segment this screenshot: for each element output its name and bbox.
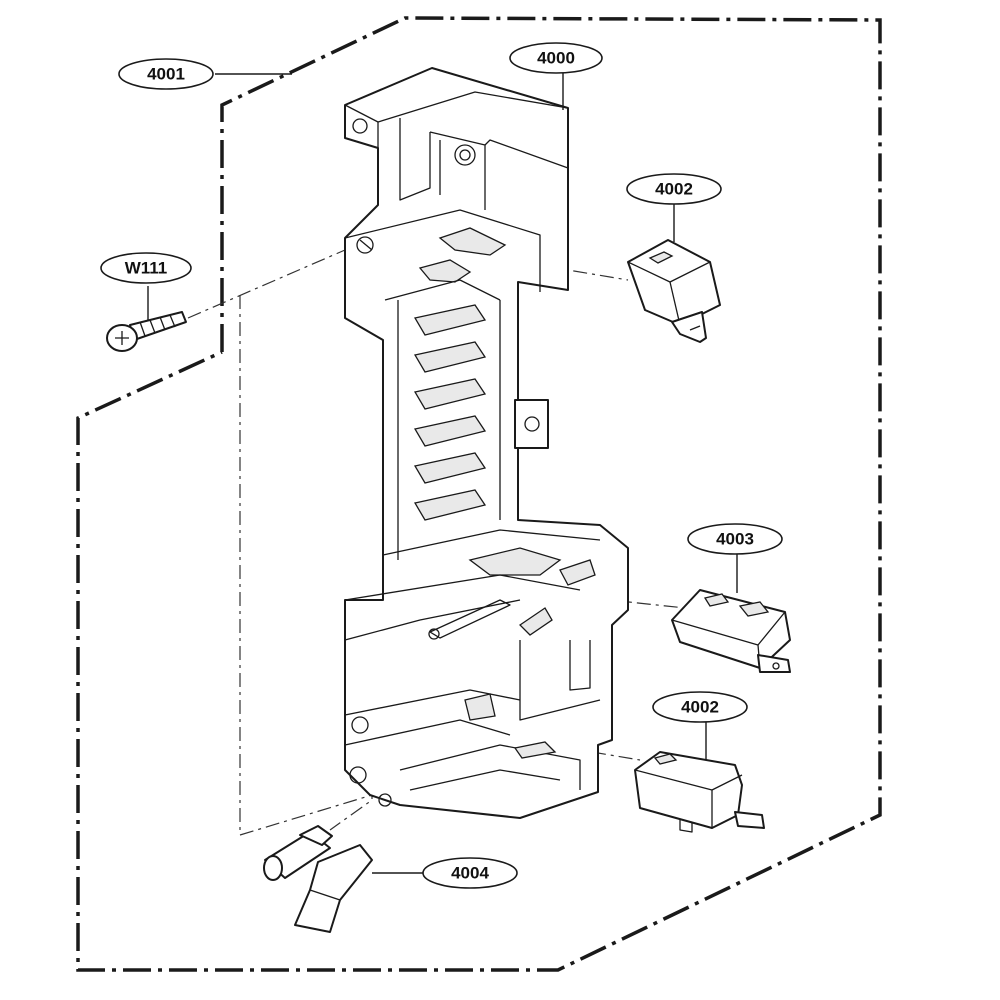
assembly-boundary — [76, 16, 882, 972]
guide-lines — [187, 249, 686, 836]
callout-4002-top-label: 4002 — [655, 180, 693, 199]
micro-switch-4003 — [671, 589, 791, 673]
callout-4000: 4000 — [509, 42, 603, 74]
callout-4004: 4004 — [422, 857, 518, 889]
callout-W111: W111 — [100, 252, 192, 284]
micro-switch-4002-top — [627, 239, 721, 343]
bracket-slats — [413, 304, 487, 521]
callout-4004-label: 4004 — [451, 864, 489, 883]
leader-lines — [147, 70, 738, 874]
callout-4002-bottom: 4002 — [652, 691, 748, 723]
door-latch-bracket — [344, 67, 629, 819]
latch-lever-4004 — [263, 825, 373, 933]
callout-4001-label: 4001 — [147, 65, 185, 84]
callout-4000-label: 4000 — [537, 49, 575, 68]
callout-4001: 4001 — [118, 58, 214, 90]
callout-4003: 4003 — [687, 523, 783, 555]
screw-W111 — [106, 311, 187, 352]
callout-W111-label: W111 — [125, 259, 168, 278]
micro-switch-4002-bottom — [634, 751, 765, 833]
callout-4002-bottom-label: 4002 — [681, 698, 719, 717]
callout-4003-label: 4003 — [716, 530, 754, 549]
callout-4002-top: 4002 — [626, 173, 722, 205]
